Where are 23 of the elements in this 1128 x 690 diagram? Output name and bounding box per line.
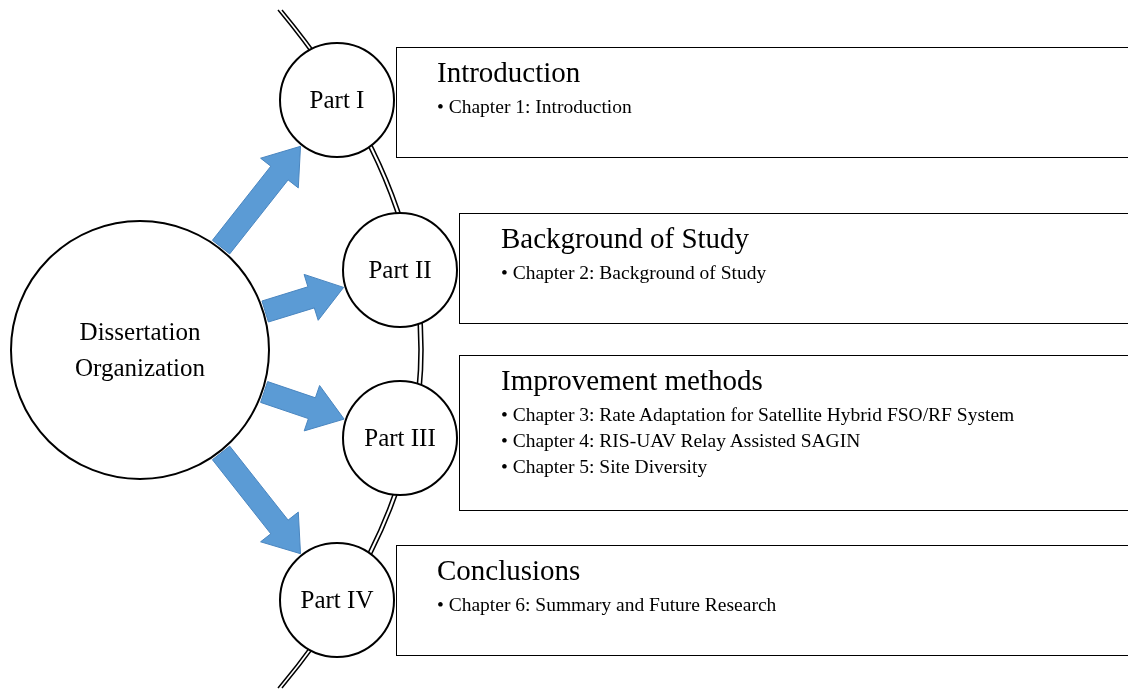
bullet-item: • Chapter 4: RIS-UAV Relay Assisted SAGIN [501,429,861,453]
bullet-item: • Chapter 6: Summary and Future Research [437,593,777,617]
circle-label: Part IV [300,585,374,615]
bullet-item: • Chapter 3: Rate Adaptation for Satellite Hybrid FSO/RF System [501,403,1015,427]
bullet-item: • Chapter 2: Background of Study [501,261,767,285]
circle-label: Part I [309,85,365,115]
content-box [396,47,1128,158]
section-heading: Introduction [437,55,581,90]
block-arrow [260,381,345,432]
section-heading: Conclusions [437,553,581,588]
bullet-item: • Chapter 5: Site Diversity [501,455,708,479]
block-arrow [211,145,301,255]
content-box [396,545,1128,656]
section-heading: Background of Study [501,221,750,256]
content-box [459,213,1128,324]
bullet-item: • Chapter 1: Introduction [437,95,632,119]
circle-label: Part II [368,255,432,285]
content-box [459,355,1128,511]
circle-label: Part III [364,423,436,453]
circle-label: Dissertation Organization [73,317,207,383]
section-heading: Improvement methods [501,363,763,398]
block-arrow [261,273,345,323]
block-arrow [211,445,301,555]
